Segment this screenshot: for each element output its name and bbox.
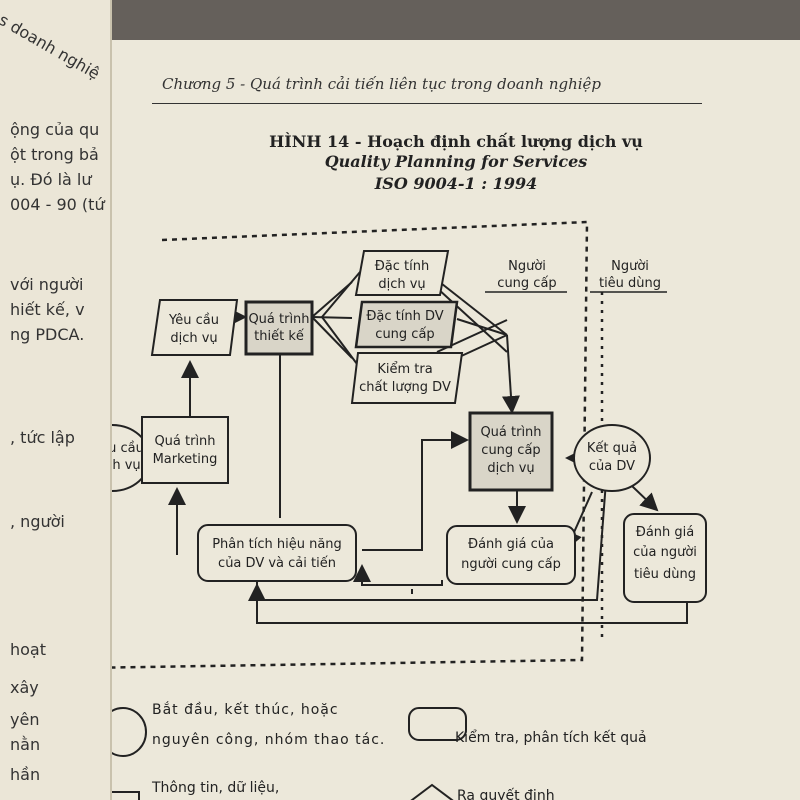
svg-text:dịch vụ: dịch vụ xyxy=(378,277,425,292)
left-page: s doanh nghiệ ộng của qu ột trong bả ụ. … xyxy=(0,0,112,800)
left-page-line: ụ. Đó là lư xyxy=(10,170,92,189)
legend-rounded-text: Kiểm tra, phân tích kết quả xyxy=(455,730,647,746)
svg-text:người cung cấp: người cung cấp xyxy=(461,557,561,572)
legend-circle-text-2: nguyên công, nhóm thao tác. xyxy=(152,732,386,748)
zone-consumer-label: Người xyxy=(611,259,649,274)
svg-text:dịch vụ: dịch vụ xyxy=(170,331,217,346)
svg-text:thiết kế: thiết kế xyxy=(254,329,304,344)
node-kiem-tra: Kiểm tra chất lượng DV xyxy=(350,352,464,404)
left-page-line: với người xyxy=(10,275,84,294)
svg-text:Kiểm tra: Kiểm tra xyxy=(377,362,432,377)
node-phan-tich: Phân tích hiệu năng của DV và cải tiến xyxy=(197,524,357,582)
svg-text:Đánh giá: Đánh giá xyxy=(636,525,694,540)
left-page-line: ộng của qu xyxy=(10,120,100,139)
node-dac-tinh-cung-cap: Đặc tính DV cung cấp xyxy=(354,300,459,349)
node-dac-tinh: Đặc tính dịch vụ xyxy=(354,250,450,296)
node-ket-qua: Kết quả của DV xyxy=(573,424,651,492)
svg-text:Đánh giá của: Đánh giá của xyxy=(468,537,554,552)
header-rule xyxy=(152,103,702,104)
node-yeu-cau: Yêu cầu dịch vụ xyxy=(150,299,239,356)
left-page-line: nằn xyxy=(10,735,41,754)
svg-text:Quá trình: Quá trình xyxy=(248,312,309,327)
svg-text:Đặc tính: Đặc tính xyxy=(375,259,430,274)
svg-text:Kết quả: Kết quả xyxy=(587,441,637,456)
left-page-line: , tức lập xyxy=(10,428,75,447)
chapter-header: Chương 5 - Quá trình cải tiến liên tục t… xyxy=(162,75,602,93)
svg-text:của DV: của DV xyxy=(589,459,635,474)
svg-text:cung cấp: cung cấp xyxy=(375,327,434,342)
svg-text:Nhu cầu: Nhu cầu xyxy=(112,441,144,456)
node-thiet-ke: Quá trình thiết kế xyxy=(244,300,314,356)
figure-title-english: Quality Planning for Services xyxy=(324,152,588,171)
legend-rect-icon xyxy=(112,791,140,800)
svg-text:của DV và cải tiến: của DV và cải tiến xyxy=(218,556,336,571)
legend-circle-text-1: Bắt đầu, kết thúc, hoặc xyxy=(152,702,339,718)
node-danh-gia-ncc: Đánh giá của người cung cấp xyxy=(446,525,576,585)
left-page-line: ột trong bả xyxy=(10,145,99,164)
node-danh-gia-ntd: Đánh giá của người tiêu dùng xyxy=(623,513,707,603)
main-page: Chương 5 - Quá trình cải tiến liên tục t… xyxy=(112,40,800,800)
zone-provider-label: Người xyxy=(508,259,546,274)
legend-rounded-rect-icon xyxy=(408,707,467,741)
legend-diamond-text: Ra quyết định xyxy=(457,788,555,800)
svg-text:Yêu cầu: Yêu cầu xyxy=(168,313,219,328)
flow-diagram: Người cung cấp Người tiêu dùng xyxy=(112,220,707,800)
node-marketing: Quá trình Marketing xyxy=(141,416,229,484)
svg-text:Quá trình: Quá trình xyxy=(480,425,541,440)
node-nhu-cau: Nhu cầu dịch vụ xyxy=(112,424,151,492)
left-page-line: hoạt xyxy=(10,640,47,659)
left-page-line: yên xyxy=(10,710,40,729)
figure-standard: ISO 9004-1 : 1994 xyxy=(374,174,538,193)
svg-text:dịch vụ: dịch vụ xyxy=(487,461,534,476)
left-page-line: xây xyxy=(10,678,39,697)
left-page-line: hần xyxy=(10,765,41,784)
left-page-line: 004 - 90 (tứ xyxy=(10,195,105,214)
left-page-line: hiết kế, v xyxy=(10,300,85,319)
left-page-line: ng PDCA. xyxy=(10,325,85,344)
svg-text:của người: của người xyxy=(633,545,697,560)
zone-provider-label: cung cấp xyxy=(497,276,556,291)
svg-text:cung cấp: cung cấp xyxy=(481,443,540,458)
zone-consumer-label: tiêu dùng xyxy=(599,276,661,291)
node-cung-cap: Quá trình cung cấp dịch vụ xyxy=(468,411,554,492)
svg-text:Đặc tính DV: Đặc tính DV xyxy=(366,309,443,324)
svg-text:Phân tích hiệu năng: Phân tích hiệu năng xyxy=(212,537,342,552)
legend-circle-icon xyxy=(112,707,147,757)
svg-text:Quá trình: Quá trình xyxy=(154,434,215,449)
legend-diamond-icon xyxy=(410,783,454,800)
svg-text:chất lượng DV: chất lượng DV xyxy=(359,380,451,395)
svg-text:tiêu dùng: tiêu dùng xyxy=(634,567,696,582)
figure-title: HÌNH 14 - Hoạch định chất lượng dịch vụ xyxy=(269,132,643,151)
svg-text:Marketing: Marketing xyxy=(153,452,218,467)
left-page-line: , người xyxy=(10,512,65,531)
legend-rect-text: Thông tin, dữ liệu, xyxy=(152,780,280,796)
svg-text:dịch vụ: dịch vụ xyxy=(112,458,141,473)
left-page-line: s doanh nghiệ xyxy=(0,10,104,84)
